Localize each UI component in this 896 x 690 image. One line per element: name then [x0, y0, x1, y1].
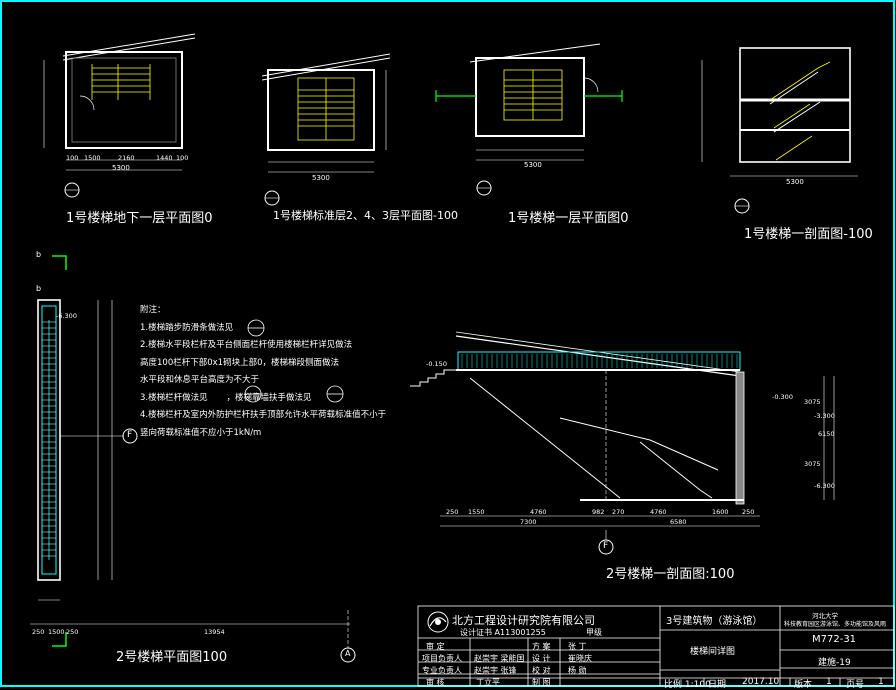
- dim-section: 1600: [712, 508, 729, 516]
- sheet-number: 建施-19: [818, 658, 851, 668]
- corner-marks: [52, 255, 67, 647]
- stair2-plan: [30, 299, 356, 663]
- page-label: 页号: [846, 680, 865, 690]
- tb-row-label: 专业负责人: [422, 666, 462, 675]
- elevation-label: -0.150: [426, 360, 447, 368]
- tb-row-value: 赵崇宇 梁能国: [474, 654, 525, 663]
- dim-vertical: 3075: [804, 460, 821, 468]
- title-section-1: 1号楼梯一剖面图-100: [744, 227, 873, 242]
- notes-block: 附注： 1.楼梯踏步防滑条做法见 2.楼梯水平段栏杆及平台侧面栏杆使用楼梯栏杆详…: [140, 302, 386, 442]
- dim-vertical: 6150: [818, 430, 835, 438]
- tb-row-label: 项目负责人: [422, 654, 462, 663]
- notes-heading: 附注：: [140, 305, 166, 315]
- version-label: 版本: [794, 680, 813, 690]
- drawing-date: 2017.10: [742, 677, 780, 687]
- dim-stair2: 1500: [48, 628, 65, 636]
- drawing-scale: 比例 1:100: [664, 680, 711, 690]
- note-line: 3.楼梯栏杆做法见 ，楼梯靠墙扶手做法见: [140, 392, 312, 403]
- axis-b-label: b: [36, 284, 42, 293]
- version-value: 1: [826, 677, 832, 687]
- first-floor-plan: [435, 43, 623, 196]
- drawing-number: M772-31: [812, 634, 857, 645]
- dim-section: 4760: [530, 508, 547, 516]
- dim-plan-total: 5300: [524, 161, 542, 169]
- dim-section-total: 6580: [670, 518, 687, 526]
- dim-segment: 1500: [84, 154, 101, 162]
- dim-vertical: 3075: [804, 398, 821, 406]
- tb-row-label: 方 案: [532, 642, 551, 651]
- basement-plan: [43, 33, 196, 198]
- elevation-label: -0.300: [772, 393, 793, 401]
- stair2-section: [410, 331, 835, 555]
- axis-b-label: b: [36, 250, 42, 259]
- note-line: 4.楼梯栏杆及室内外防护栏杆扶手顶部允许水平荷载标准值不小于: [140, 410, 387, 420]
- client-line-2: 科技教育园区游泳馆、多功能馆及风雨: [784, 621, 887, 628]
- dim-section: 250: [446, 508, 459, 516]
- axis-f-label: F: [603, 541, 609, 551]
- tb-row-value: 崔晓庆: [568, 654, 592, 663]
- dim-section-total: 7300: [520, 518, 537, 526]
- company-name: 北方工程设计研究院有限公司: [452, 614, 595, 627]
- dim-section: 270: [612, 508, 625, 516]
- elevation-label: -6.300: [814, 482, 835, 490]
- dim-section: 982: [592, 508, 605, 516]
- note-line: 1.楼梯踏步防滑条做法见: [140, 322, 234, 333]
- dim-section: 1550: [468, 508, 485, 516]
- note-line: 竖向荷载标准值不应小于1kN/m: [140, 427, 262, 438]
- axis-f-label: F: [127, 430, 133, 440]
- dim-stair2: 250: [32, 628, 45, 636]
- tb-row-label: 审 定: [426, 642, 445, 651]
- client-line-1: 河北大学: [812, 612, 838, 620]
- company-logo: [427, 611, 449, 633]
- title-standard-plan: 1号楼梯标准层2、4、3层平面图-100: [273, 209, 458, 222]
- dim-stair2: 13954: [204, 628, 225, 636]
- tb-row-value: 杨 勋: [568, 666, 587, 675]
- tb-row-value: 张 丁: [568, 642, 587, 651]
- tb-row-label: 制 图: [532, 678, 551, 687]
- page-value: 1: [878, 677, 884, 687]
- tb-row-label: 设 计: [532, 654, 551, 663]
- axis-a-label: A: [345, 649, 351, 658]
- project-name: 3号建筑物（游泳馆）: [666, 616, 763, 627]
- date-label: 日期: [708, 680, 727, 690]
- standard-floor-plan: [261, 53, 391, 206]
- elevation-label: -6.300: [56, 312, 77, 320]
- tb-row-value: 赵崇宇 张锋: [474, 666, 517, 675]
- stair1-section: [701, 47, 858, 214]
- dim-plan-total: 5300: [312, 174, 330, 182]
- title-stair2-section: 2号楼梯一剖面图:100: [606, 567, 735, 582]
- dim-plan-total: 5300: [786, 178, 804, 186]
- note-callouts: [244, 319, 344, 403]
- dim-section: 4760: [650, 508, 667, 516]
- title-basement-plan: 1号楼梯地下一层平面图0: [66, 211, 213, 226]
- tb-row-label: 审 核: [426, 678, 445, 687]
- dim-segment: 1440: [156, 154, 173, 162]
- dim-section: 250: [742, 508, 755, 516]
- note-line: 2.楼梯水平段栏杆及平台侧面栏杆使用楼梯栏杆详见做法: [140, 340, 353, 350]
- dim-plan-total: 5300: [112, 164, 130, 172]
- design-grade: 甲级: [586, 628, 602, 637]
- dim-segment: 2160: [118, 154, 135, 162]
- elevation-label: -3.300: [814, 412, 835, 420]
- design-cert: 设计证书 A113001255: [460, 628, 546, 637]
- drawing-name: 楼梯间详图: [690, 647, 736, 657]
- dim-edge: 100: [66, 154, 79, 162]
- title-block-grid: [417, 605, 895, 687]
- tb-row-value: 丁立平: [476, 678, 500, 687]
- note-line: 水平段和休息平台高度为不大于: [140, 375, 260, 385]
- tb-row-label: 校 对: [532, 666, 551, 675]
- title-first-floor-plan: 1号楼梯一层平面图0: [508, 211, 629, 226]
- note-line: 高度100栏杆下部0x1砌块上部0，楼梯梯段侧面做法: [140, 357, 339, 368]
- dim-edge: 100: [176, 154, 189, 162]
- dim-stair2: 250: [66, 628, 79, 636]
- title-stair2-plan: 2号楼梯平面图100: [116, 650, 228, 665]
